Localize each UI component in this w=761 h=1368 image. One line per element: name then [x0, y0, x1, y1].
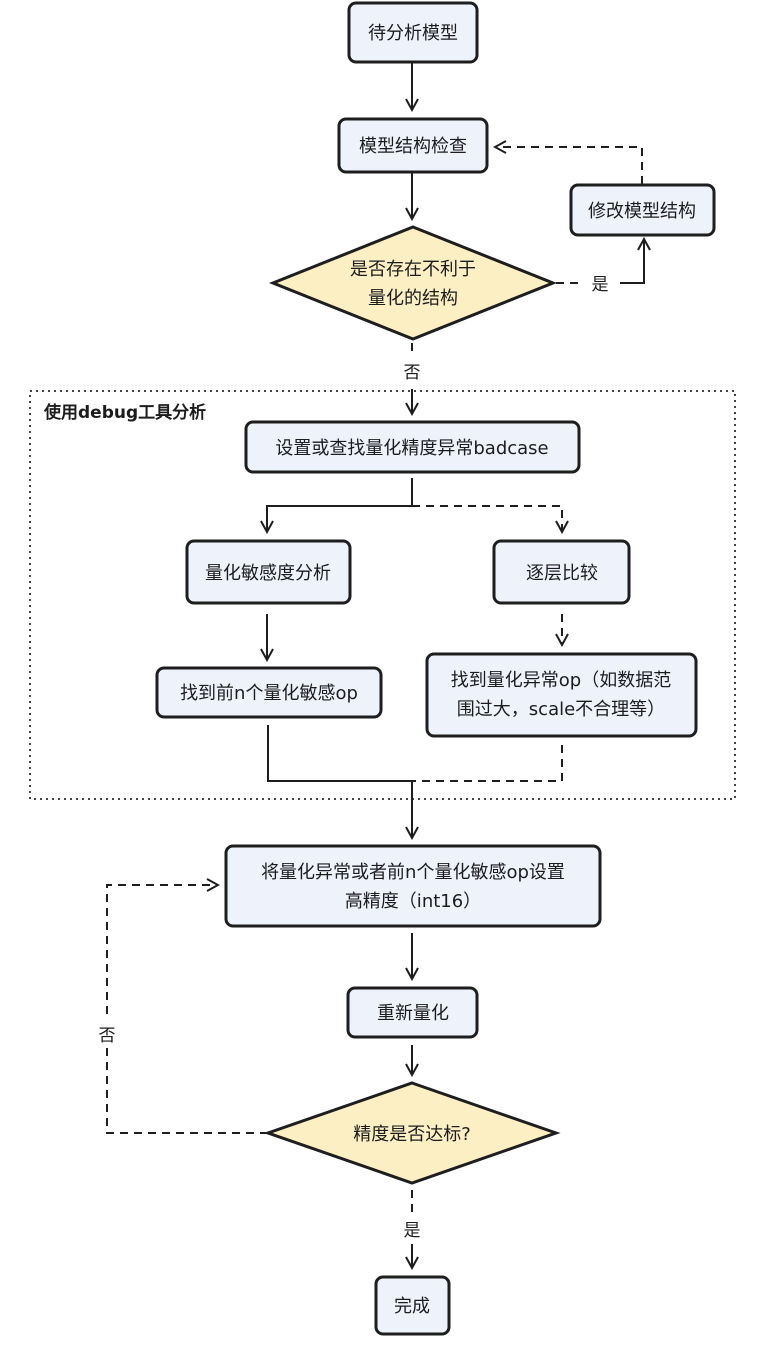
node-structure-check-label: 模型结构检查 — [359, 136, 467, 157]
edge-badcase-to-compare — [412, 505, 562, 532]
node-structure-check — [337, 117, 489, 174]
edge-label-no-debug: 否 — [404, 363, 421, 383]
edge-check-no-loop — [106, 885, 268, 1134]
debug-tools-group — [29, 390, 736, 800]
node-layer-compare-label: 逐层比较 — [526, 563, 598, 584]
decision-unfavorable-structure-line2: 量化的结构 — [368, 288, 458, 309]
node-requantize — [346, 986, 479, 1039]
node-set-high-precision-line1: 将量化异常或者前n个量化敏感op设置 — [261, 862, 565, 883]
node-model-to-analyze — [347, 1, 479, 64]
node-done-label: 完成 — [394, 1296, 430, 1317]
edge-label-yes-modify: 是 — [592, 275, 609, 295]
node-layer-compare — [492, 539, 631, 605]
decision-unfavorable-structure-line1: 是否存在不利于 — [350, 259, 476, 280]
node-sensitivity-analysis — [185, 539, 352, 605]
node-done — [374, 1275, 451, 1336]
node-find-abnormal-op-line2: 围过大，scale不合理等） — [457, 699, 665, 720]
edge-abnormal-merge — [412, 745, 563, 782]
node-set-badcase-label: 设置或查找量化精度异常badcase — [275, 438, 548, 459]
node-modify-structure-label: 修改模型结构 — [588, 201, 696, 222]
edge-topn-merge — [267, 725, 412, 782]
node-set-high-precision-line2: 高精度（int16） — [345, 891, 481, 912]
node-modify-structure — [569, 183, 716, 237]
node-set-badcase — [244, 420, 581, 474]
node-sensitivity-analysis-label: 量化敏感度分析 — [205, 563, 331, 584]
edge-label-no-loop: 否 — [99, 1026, 116, 1046]
node-top-n-sensitive-label: 找到前n个量化敏感op — [180, 683, 358, 704]
node-find-abnormal-op — [425, 652, 698, 738]
decision-unfavorable-structure — [268, 225, 558, 341]
node-top-n-sensitive — [155, 666, 383, 719]
edge-modify-to-check — [495, 147, 643, 184]
node-find-abnormal-op-line1: 找到量化异常op（如数据范 — [451, 670, 671, 691]
decision-precision-ok — [263, 1081, 561, 1185]
edge-decision-yes-to-modify — [620, 239, 644, 284]
edge-label-yes-done: 是 — [404, 1221, 421, 1241]
decision-precision-ok-label: 精度是否达标? — [353, 1124, 471, 1145]
node-model-to-analyze-label: 待分析模型 — [368, 23, 458, 44]
edge-badcase-to-sensitivity — [267, 478, 413, 532]
edge-label-bg — [94, 1020, 120, 1048]
node-set-high-precision — [224, 844, 602, 928]
node-requantize-label: 重新量化 — [377, 1003, 449, 1024]
debug-group-title: 使用debug工具分析 — [43, 402, 206, 423]
